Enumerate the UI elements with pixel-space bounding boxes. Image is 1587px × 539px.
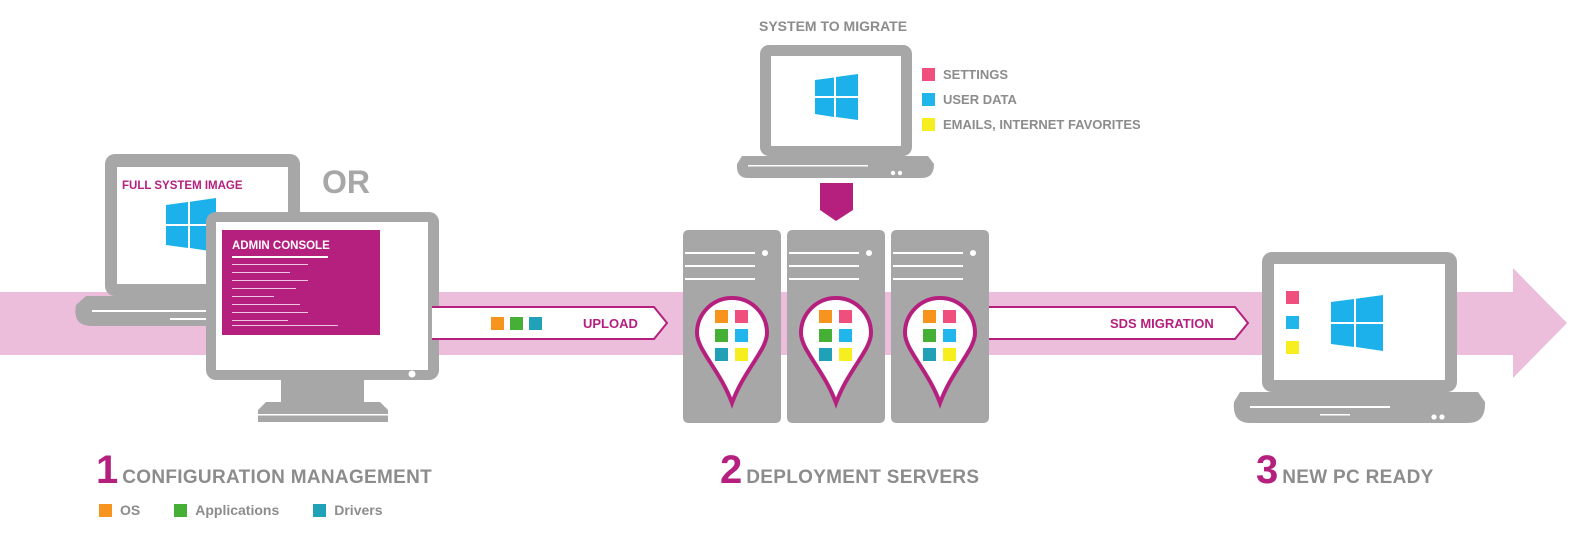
upload-label: UPLOAD xyxy=(583,316,638,331)
step-3-caption: 3 NEW PC READY xyxy=(1256,450,1434,490)
settings-label: SETTINGS xyxy=(943,67,1008,82)
emails-square xyxy=(1286,341,1299,354)
step-number: 2 xyxy=(720,448,743,492)
step-number: 1 xyxy=(96,448,119,492)
legend-label: OS xyxy=(120,502,141,518)
drivers-square xyxy=(529,317,542,330)
emails-label: EMAILS, INTERNET FAVORITES xyxy=(943,117,1141,132)
step-number: 3 xyxy=(1256,448,1279,492)
admin-console-lines xyxy=(232,264,338,326)
step-2-caption: 2 DEPLOYMENT SERVERS xyxy=(720,450,979,490)
step-1-caption: 1 CONFIGURATION MANAGEMENT xyxy=(96,450,432,490)
user-data-square xyxy=(922,93,935,106)
applications-square xyxy=(510,317,523,330)
migrate-legend: SETTINGS USER DATA EMAILS, INTERNET FAVO… xyxy=(922,67,1141,132)
os-square xyxy=(491,317,504,330)
upload-banner: UPLOAD xyxy=(432,306,669,340)
system-to-migrate-laptop xyxy=(736,45,934,178)
component-legend: OS Applications Drivers xyxy=(99,502,383,518)
admin-console-label: ADMIN CONSOLE xyxy=(232,240,330,252)
server-2 xyxy=(787,230,885,423)
windows-logo-icon xyxy=(815,74,858,120)
step-label: CONFIGURATION MANAGEMENT xyxy=(122,467,433,488)
sds-migration-banner: SDS MIGRATION xyxy=(980,306,1250,340)
legend-swatch xyxy=(313,503,327,517)
down-arrow-icon xyxy=(820,183,853,221)
deployment-servers xyxy=(683,230,989,423)
user-data-label: USER DATA xyxy=(943,92,1018,107)
windows-logo-icon xyxy=(166,198,216,252)
server-1 xyxy=(683,230,781,423)
legend-label: Applications xyxy=(195,502,280,518)
full-system-image-label: FULL SYSTEM IMAGE xyxy=(122,180,243,192)
step-label: DEPLOYMENT SERVERS xyxy=(746,467,980,488)
legend-item-os: OS xyxy=(99,502,140,518)
settings-square xyxy=(1286,291,1299,304)
settings-square xyxy=(922,68,935,81)
emails-square xyxy=(922,118,935,131)
sds-migration-label: SDS MIGRATION xyxy=(1110,316,1214,331)
server-3 xyxy=(891,230,989,423)
legend-item-drivers: Drivers xyxy=(313,502,383,518)
new-pc-laptop xyxy=(1233,252,1486,423)
legend-item-applications: Applications xyxy=(174,502,279,518)
step-label: NEW PC READY xyxy=(1282,467,1434,488)
windows-logo-icon xyxy=(1331,295,1383,351)
admin-console-monitor: ADMIN CONSOLE xyxy=(206,212,439,422)
legend-label: Drivers xyxy=(334,502,383,518)
system-to-migrate-label: SYSTEM TO MIGRATE xyxy=(759,18,907,34)
or-label: OR xyxy=(322,164,370,200)
legend-swatch xyxy=(174,503,188,517)
user-data-square xyxy=(1286,316,1299,329)
legend-swatch xyxy=(99,503,112,517)
